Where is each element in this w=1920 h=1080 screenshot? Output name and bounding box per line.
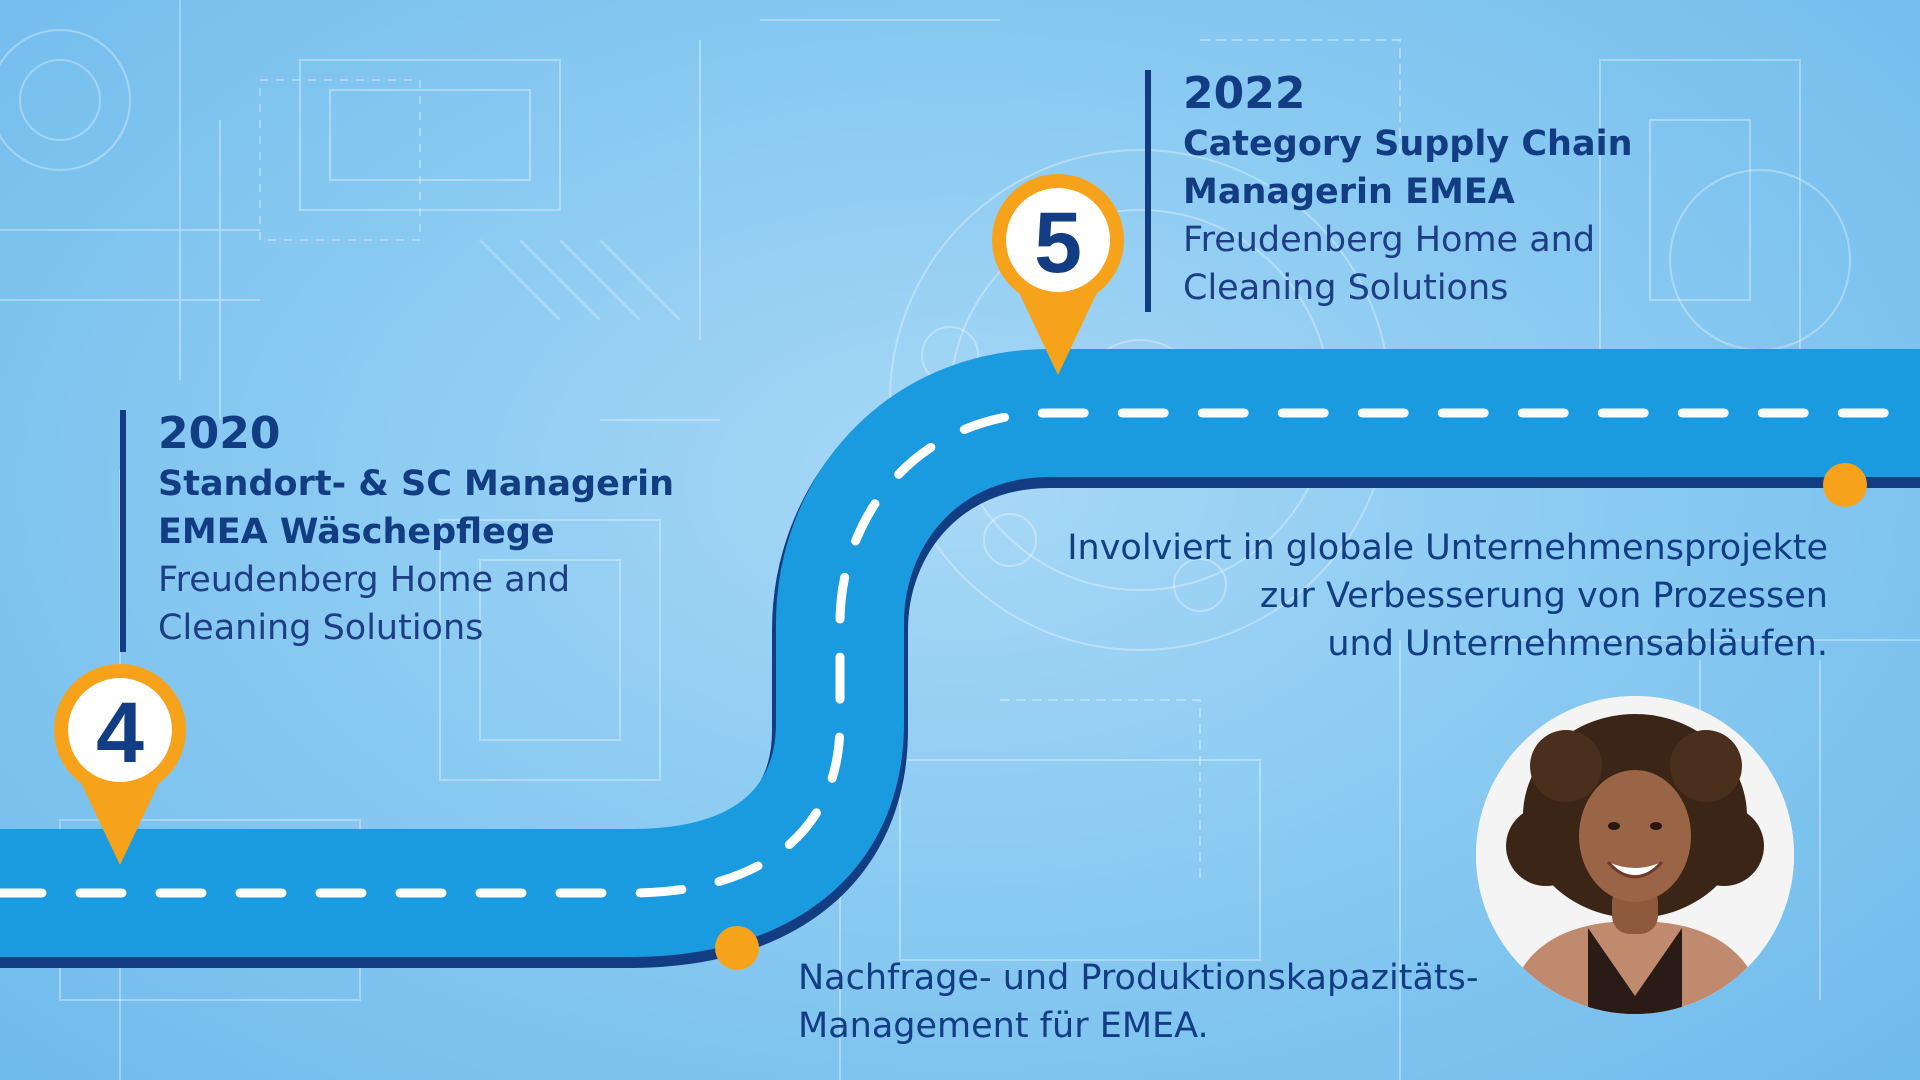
milestone-role-line: Standort- & SC Managerin xyxy=(158,464,675,504)
milestone-role-line: Managerin EMEA xyxy=(1183,172,1515,212)
timeline-dot-icon xyxy=(1823,463,1867,507)
milestone-year: 2020 xyxy=(158,408,281,459)
milestone-role-line: EMEA Wäschepflege xyxy=(158,512,555,552)
timeline-dot-icon xyxy=(715,926,759,970)
map-pin-icon xyxy=(54,664,186,865)
milestone-2022: 2022 Category Supply Chain Managerin EME… xyxy=(1145,70,1633,312)
avatar xyxy=(1476,696,1794,1014)
description-upper: Involviert in globale Unternehmensprojek… xyxy=(908,524,1828,668)
milestone-number-5: 5 xyxy=(1034,195,1082,291)
map-pin-icon xyxy=(992,174,1124,375)
description-line: und Unternehmensabläufen. xyxy=(1327,624,1828,664)
milestone-company-line: Cleaning Solutions xyxy=(1183,268,1509,308)
milestone-number-4: 4 xyxy=(96,685,144,781)
milestone-role-line: Category Supply Chain xyxy=(1183,124,1633,164)
milestone-2020: 2020 Standort- & SC Managerin EMEA Wäsch… xyxy=(120,410,674,652)
milestone-year: 2022 xyxy=(1183,68,1306,119)
milestone-company-line: Freudenberg Home and xyxy=(1183,220,1596,260)
description-line: Involviert in globale Unternehmensprojek… xyxy=(1067,528,1828,568)
description-lower: Nachfrage- und Produktionskapazitäts- Ma… xyxy=(798,954,1558,1050)
milestone-company-line: Cleaning Solutions xyxy=(158,608,484,648)
description-line: Management für EMEA. xyxy=(798,1006,1209,1046)
portrait-illustration xyxy=(1476,696,1794,1014)
description-line: Nachfrage- und Produktionskapazitäts- xyxy=(798,958,1479,998)
road-center-line xyxy=(0,408,1920,898)
description-line: zur Verbesserung von Prozessen xyxy=(1259,576,1828,616)
milestone-company-line: Freudenberg Home and xyxy=(158,560,571,600)
